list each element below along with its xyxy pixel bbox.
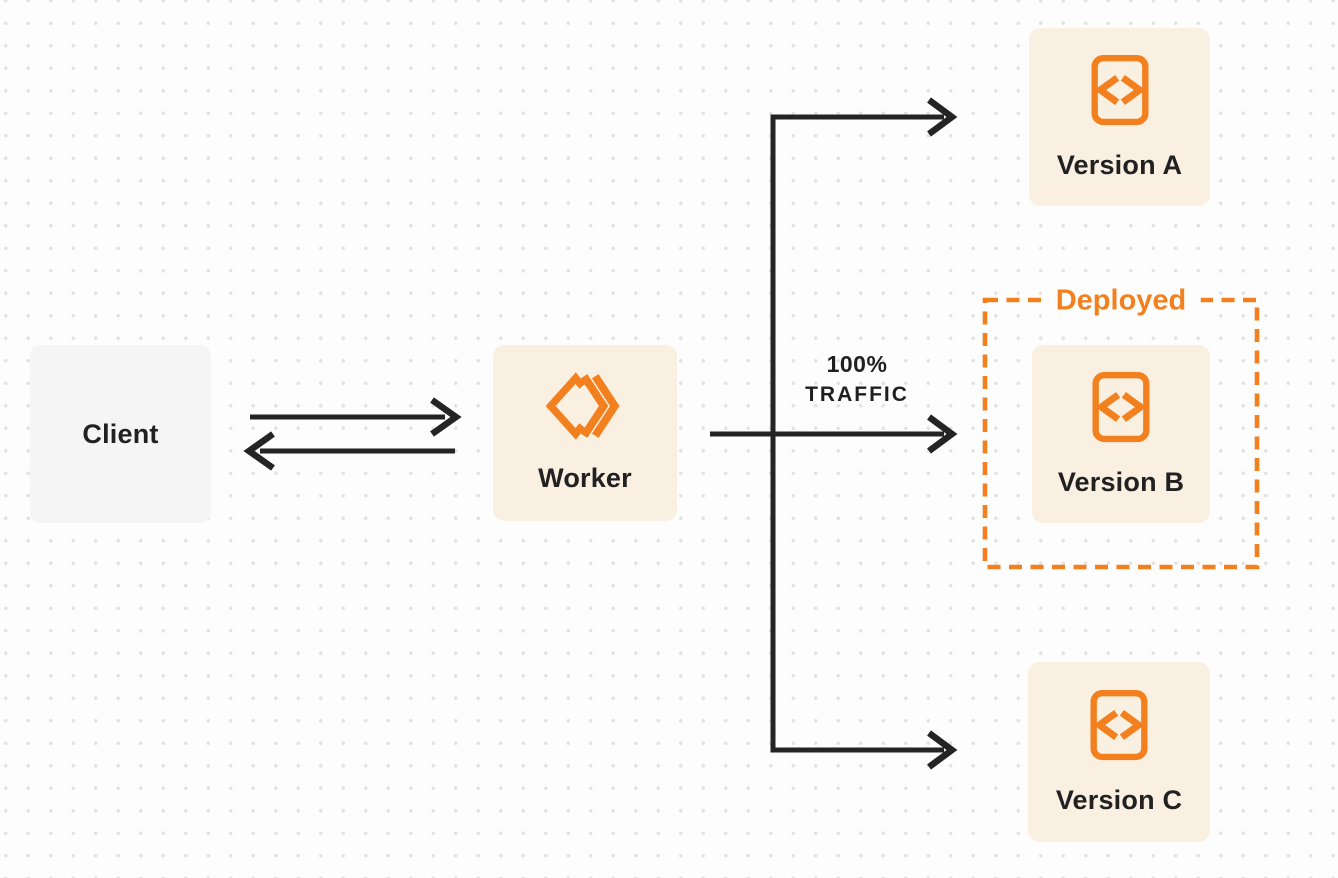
version-b-label: Version B [1057,466,1185,497]
edge-branch-to-version-c [770,434,958,770]
version-c-label: Version C [1055,784,1183,815]
code-file-icon [1089,689,1149,761]
client-label: Client [82,418,159,449]
edge-client-to-worker [250,397,462,437]
version-c-node: Version C [1028,662,1210,842]
traffic-percent-text: 100% [826,351,888,377]
cloudflare-workers-icon [545,371,625,440]
version-a-label: Version A [1056,149,1183,180]
code-file-icon [1091,371,1151,443]
code-file-icon [1090,54,1150,126]
traffic-word-text: TRAFFIC [805,383,909,406]
version-a-node: Version A [1029,28,1210,206]
edge-worker-to-version-b [710,414,958,454]
worker-node: Worker [493,345,677,521]
traffic-annotation: 100% TRAFFIC [805,350,909,411]
edge-worker-to-client [243,431,455,471]
worker-label: Worker [538,462,632,493]
client-node: Client [30,345,211,523]
deployed-region-label: Deployed [1041,284,1201,318]
version-b-node: Version B [1032,345,1210,523]
